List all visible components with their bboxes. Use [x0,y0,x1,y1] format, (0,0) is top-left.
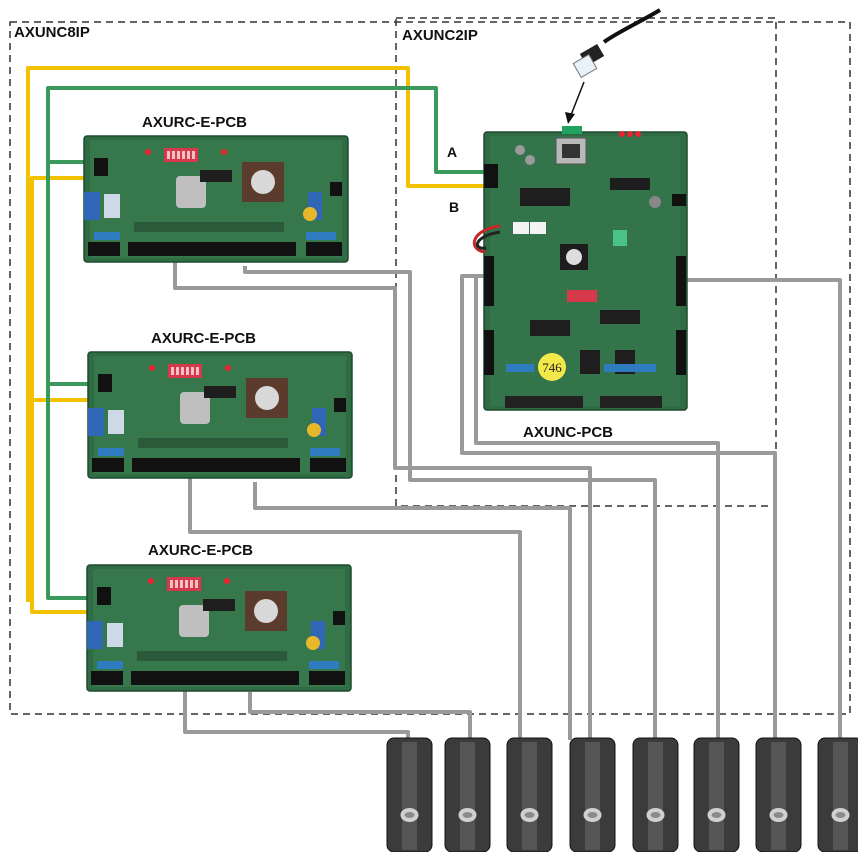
dip-switch-icon [168,364,202,378]
rc3-label: AXURC-E-PCB [148,542,253,559]
enclosure-axunc2ip [395,17,777,507]
dip-switch-icon [567,290,597,302]
controller-label: AXUNC-PCB [523,424,613,441]
rc1-label: AXURC-E-PCB [142,114,247,131]
card-reader-icon [506,737,553,852]
card-reader-icon [755,737,802,852]
bus-b-wire [26,66,484,614]
rc-board-3 [86,564,352,692]
bus-b-label: B [449,199,460,215]
card-reader-icon [569,737,616,852]
rj45-connector-icon [572,8,662,79]
reader-cable [248,692,472,740]
reader-cable [188,478,522,740]
sticker-label: 746 [542,360,562,375]
ethernet-jack [555,137,587,165]
reader-cable [243,266,657,740]
card-reader-icon [632,737,679,852]
relay-icon [88,408,124,436]
card-reader-icon [386,737,433,852]
rc2-label: AXURC-E-PCB [151,330,256,347]
card-reader-icon [693,737,740,852]
dip-switch-icon [167,577,201,591]
reader-cable [474,276,720,740]
relay-icon [84,192,120,220]
reader-cable [253,482,572,740]
reader-cable [183,690,410,740]
dip-switch-icon [164,148,198,162]
card-reader-icon [444,737,491,852]
reader-cable [460,274,777,740]
reader-cable [173,262,592,740]
rc-board-1 [83,135,349,263]
relay-icon [87,621,123,649]
enclosure-axunc8ip [9,21,851,715]
arrow-icon [565,81,585,124]
controller-board: 746 [472,126,688,411]
enclosure-outer-label: AXUNC8IP [14,24,90,41]
bus-a-wire [46,86,484,600]
bus-a-label: A [447,144,458,160]
rc-board-2 [87,351,353,479]
reader-cable [686,278,842,740]
enclosure-inner-label: AXUNC2IP [402,27,478,44]
card-reader-icon [817,737,858,852]
